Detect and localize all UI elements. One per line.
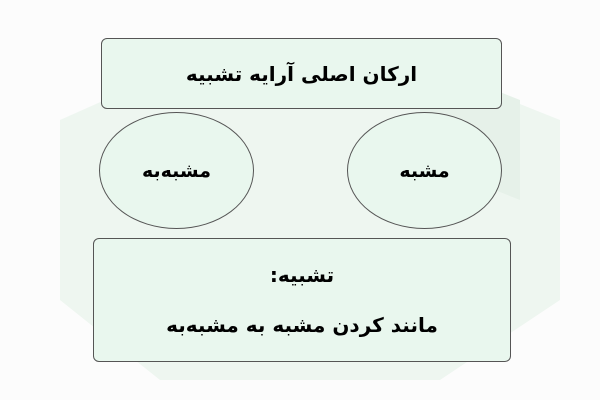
definition-term: تشبیه: (269, 263, 335, 287)
definition-text: مانند کردن مشبه به مشبه‌به (166, 313, 438, 337)
vehicle-label: مشبه‌به (141, 159, 212, 182)
tenor-label: مشبه (399, 159, 450, 182)
diagram-title: ارکان اصلی آرایه تشبیه (101, 38, 502, 109)
tenor-oval: مشبه (347, 112, 502, 229)
definition-box: تشبیه: مانند کردن مشبه به مشبه‌به (93, 238, 511, 362)
vehicle-oval: مشبه‌به (99, 112, 254, 229)
diagram-title-text: ارکان اصلی آرایه تشبیه (185, 61, 418, 86)
